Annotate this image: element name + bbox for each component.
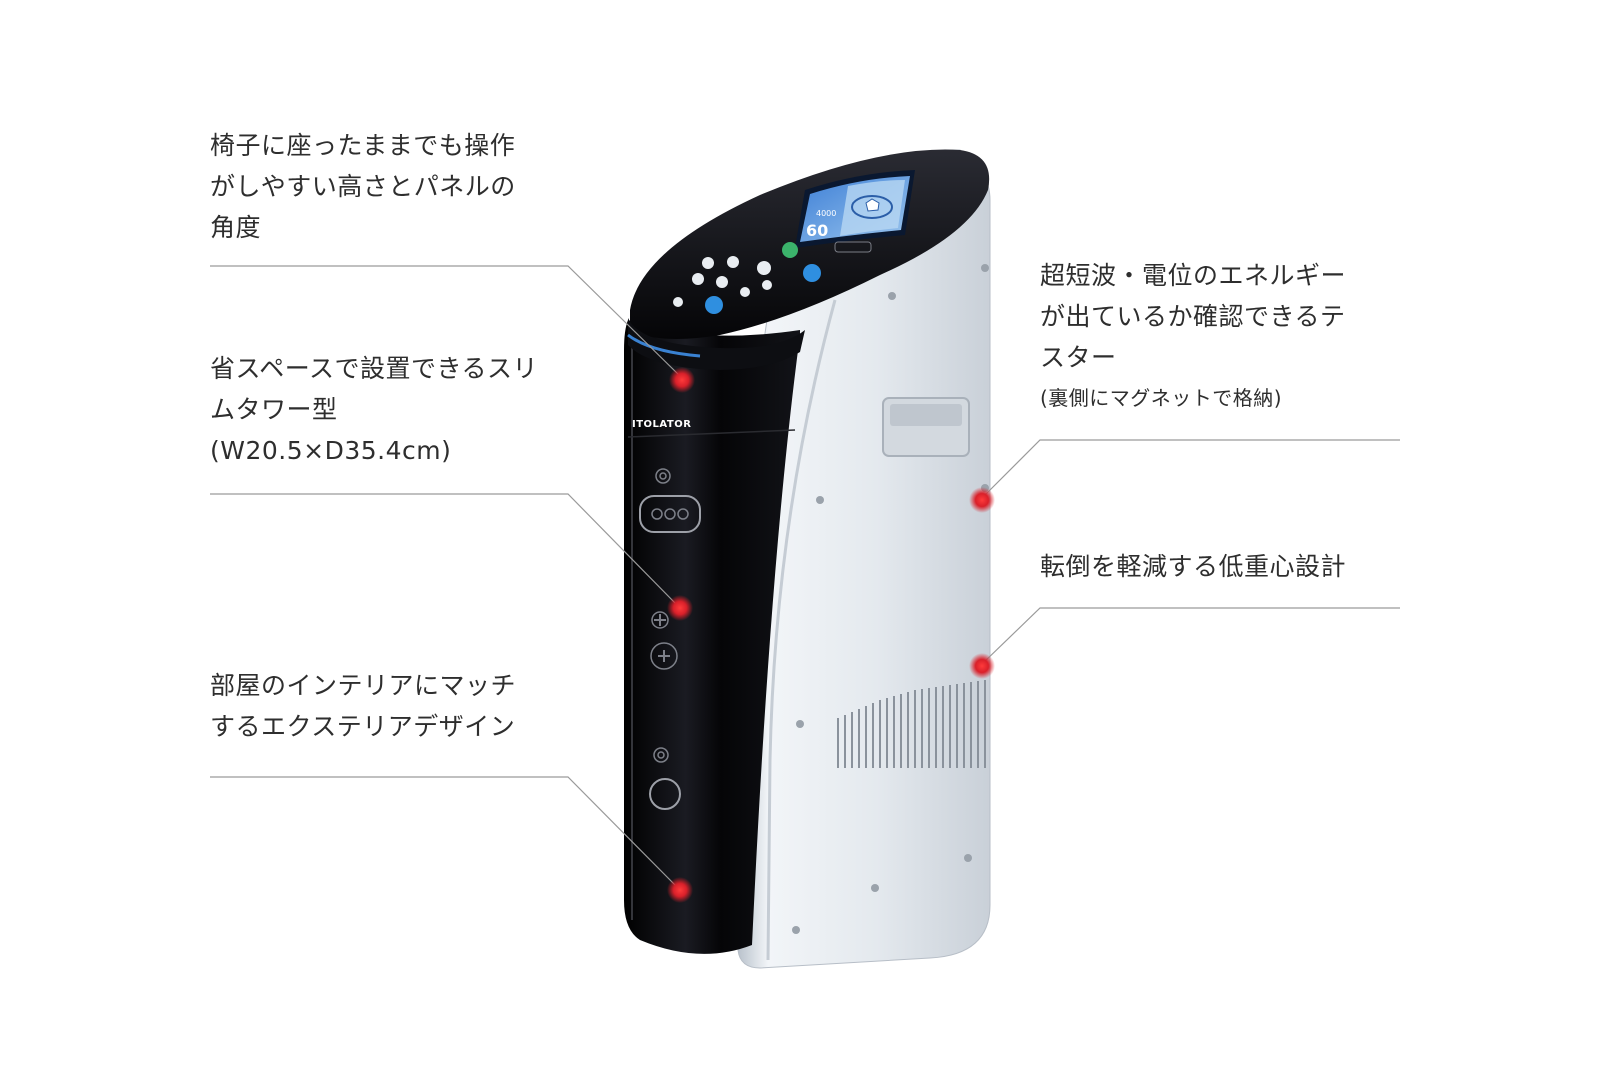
device-front-column (624, 320, 800, 954)
feature-text-line: 部屋のインテリアにマッチ (210, 671, 517, 700)
feature-text-line: ムタワー型 (210, 395, 338, 424)
marker-slim-tower (667, 595, 693, 621)
marker-low-gravity (969, 653, 995, 679)
front-ports (639, 468, 701, 810)
feature-slim-tower: 省スペースで設置できるスリ ムタワー型 (W20.5×D35.4cm) (210, 348, 538, 471)
display-screen: 60 4000 (795, 170, 915, 248)
feature-tester: 超短波・電位のエネルギー が出ているか確認できるテ スター (裏側にマグネットで… (1040, 255, 1346, 418)
leader-line-tester (981, 439, 1400, 499)
screen-value: 60 (806, 221, 828, 240)
marker-seat-height (669, 367, 695, 393)
feature-note: (裏側にマグネットで格納) (1040, 386, 1283, 410)
feature-exterior: 部屋のインテリアにマッチ するエクステリアデザイン (210, 665, 516, 747)
device-swoosh-edge (766, 299, 837, 961)
feature-text-line: スター (1040, 343, 1117, 372)
leader-lines (210, 265, 1400, 889)
marker-tester (969, 487, 995, 513)
leader-line-seat-height (210, 265, 683, 379)
button-blue-2 (705, 296, 723, 314)
feature-text-line: がしやすい高さとパネルの (210, 172, 516, 201)
feature-text-line: 転倒を軽減する低重心設計 (1040, 552, 1347, 581)
leader-line-low-gravity (981, 607, 1400, 665)
feature-text-line: 角度 (210, 213, 262, 242)
feature-text-line: 省スペースで設置できるスリ (210, 354, 539, 383)
screen-small-value: 4000 (816, 209, 836, 218)
vent-grille (837, 680, 986, 768)
marker-exterior (667, 877, 693, 903)
feature-text-line: 椅子に座ったままでも操作 (210, 131, 516, 160)
button-green (782, 242, 798, 258)
feature-low-gravity: 転倒を軽減する低重心設計 (1040, 546, 1346, 587)
feature-text-line: 超短波・電位のエネルギー (1040, 261, 1347, 290)
leader-line-exterior (210, 776, 679, 889)
brand-logo: ITOLATOR (632, 419, 691, 430)
feature-seat-height: 椅子に座ったままでも操作 がしやすい高さとパネルの 角度 (210, 125, 516, 248)
feature-text-line: が出ているか確認できるテ (1040, 302, 1346, 331)
control-buttons (673, 241, 872, 314)
button-blue-1 (803, 264, 821, 282)
feature-text-line: するエクステリアデザイン (210, 712, 516, 741)
feature-text-line: (W20.5×D35.4cm) (210, 436, 452, 465)
feature-markers (667, 367, 995, 903)
leader-line-slim-tower (210, 493, 679, 607)
